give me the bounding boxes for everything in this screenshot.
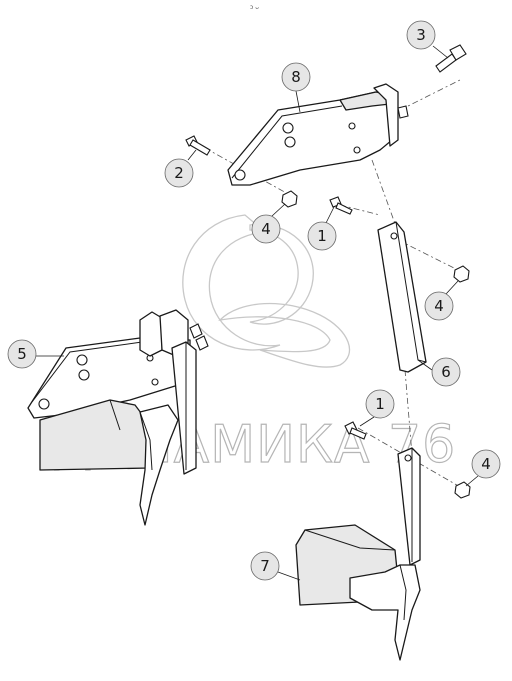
bolt-3 bbox=[435, 44, 467, 73]
callout-5: 5 bbox=[7, 339, 64, 369]
svg-text:4: 4 bbox=[261, 220, 271, 238]
svg-text:4: 4 bbox=[434, 297, 444, 315]
callout-4-upper: 4 bbox=[251, 203, 286, 244]
svg-text:7: 7 bbox=[260, 557, 270, 575]
svg-text:2: 2 bbox=[174, 164, 184, 182]
svg-text:6: 6 bbox=[441, 363, 451, 381]
svg-text:5: 5 bbox=[17, 345, 27, 363]
bolt-1-lower bbox=[344, 421, 367, 440]
nut-4-right bbox=[453, 265, 470, 283]
callout-8: 8 bbox=[281, 62, 311, 113]
nut-4-upper bbox=[281, 190, 298, 208]
vertical-bar-part-6 bbox=[377, 221, 427, 373]
svg-text:8: 8 bbox=[291, 68, 301, 86]
callout-4-right: 4 bbox=[424, 280, 459, 321]
svg-text:1: 1 bbox=[317, 227, 327, 245]
callout-7: 7 bbox=[250, 551, 301, 581]
svg-text:3: 3 bbox=[416, 26, 426, 44]
bolt-2 bbox=[185, 135, 211, 156]
callout-4-lower: 4 bbox=[465, 449, 501, 487]
callout-1-lower: 1 bbox=[359, 389, 395, 427]
top-mark: ᴐ ᴗ bbox=[250, 4, 259, 11]
callout-6: 6 bbox=[417, 357, 461, 387]
callout-3: 3 bbox=[406, 20, 449, 59]
clamp-bracket-upper bbox=[227, 83, 409, 186]
shovel-part-7 bbox=[295, 447, 421, 661]
svg-text:4: 4 bbox=[481, 455, 491, 473]
clamp-assembly-left bbox=[27, 309, 209, 526]
callout-1-upper: 1 bbox=[307, 206, 337, 251]
bolt-1-upper bbox=[329, 196, 353, 215]
watermark-swirl-logo bbox=[182, 214, 351, 368]
callout-2: 2 bbox=[164, 149, 197, 188]
svg-text:1: 1 bbox=[375, 395, 385, 413]
